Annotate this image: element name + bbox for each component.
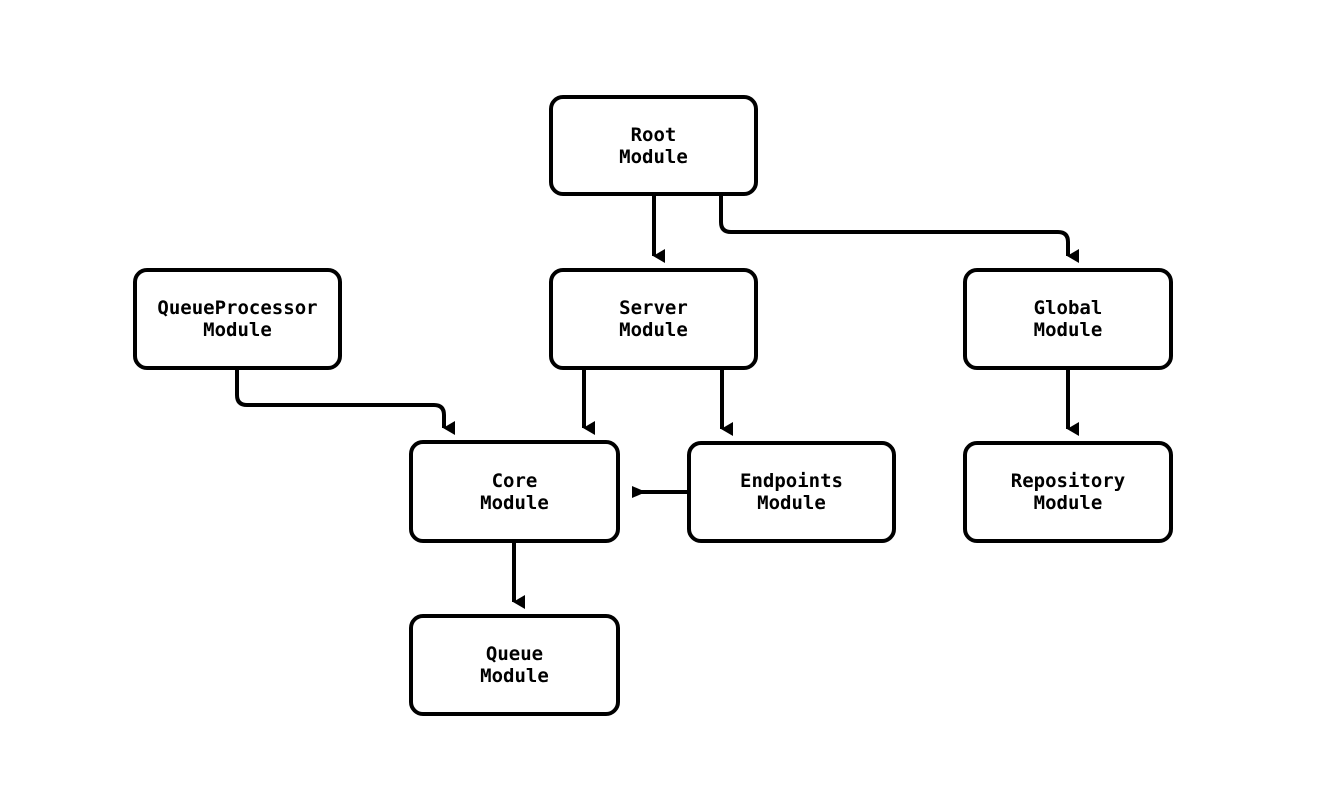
- node-endpoints-module-suffix: Module: [757, 492, 826, 514]
- node-repository-module-suffix: Module: [1033, 492, 1103, 514]
- node-server-module-name: Server: [619, 297, 688, 319]
- node-root-module[interactable]: Root Module: [549, 95, 758, 196]
- node-global-module-suffix: Module: [1033, 319, 1103, 341]
- node-server-module-suffix: Module: [619, 319, 688, 341]
- node-queue-module-suffix: Module: [480, 665, 549, 687]
- node-core-module[interactable]: Core Module: [409, 440, 620, 543]
- node-endpoints-module-name: Endpoints: [740, 470, 843, 492]
- edge-root-to-global: [719, 196, 1079, 263]
- node-repository-module-name: Repository: [1010, 470, 1126, 492]
- node-root-module-suffix: Module: [619, 145, 688, 168]
- node-core-module-suffix: Module: [480, 491, 549, 514]
- node-core-module-name: Core: [491, 469, 538, 492]
- node-repository-module[interactable]: Repository Module: [963, 441, 1173, 543]
- node-global-module-name: Global: [1033, 297, 1103, 319]
- node-queue-module-name: Queue: [485, 643, 544, 665]
- node-queueprocessor-module[interactable]: QueueProcessor Module: [133, 268, 342, 370]
- node-root-module-name: Root: [630, 123, 677, 146]
- node-queueprocessor-module-name: QueueProcessor: [157, 297, 318, 319]
- node-queueprocessor-module-suffix: Module: [203, 319, 272, 341]
- node-queue-module[interactable]: Queue Module: [409, 614, 620, 716]
- node-global-module[interactable]: Global Module: [963, 268, 1173, 370]
- node-server-module[interactable]: Server Module: [549, 268, 758, 370]
- node-endpoints-module[interactable]: Endpoints Module: [687, 441, 896, 543]
- edge-queueprocessor-to-core: [235, 370, 455, 435]
